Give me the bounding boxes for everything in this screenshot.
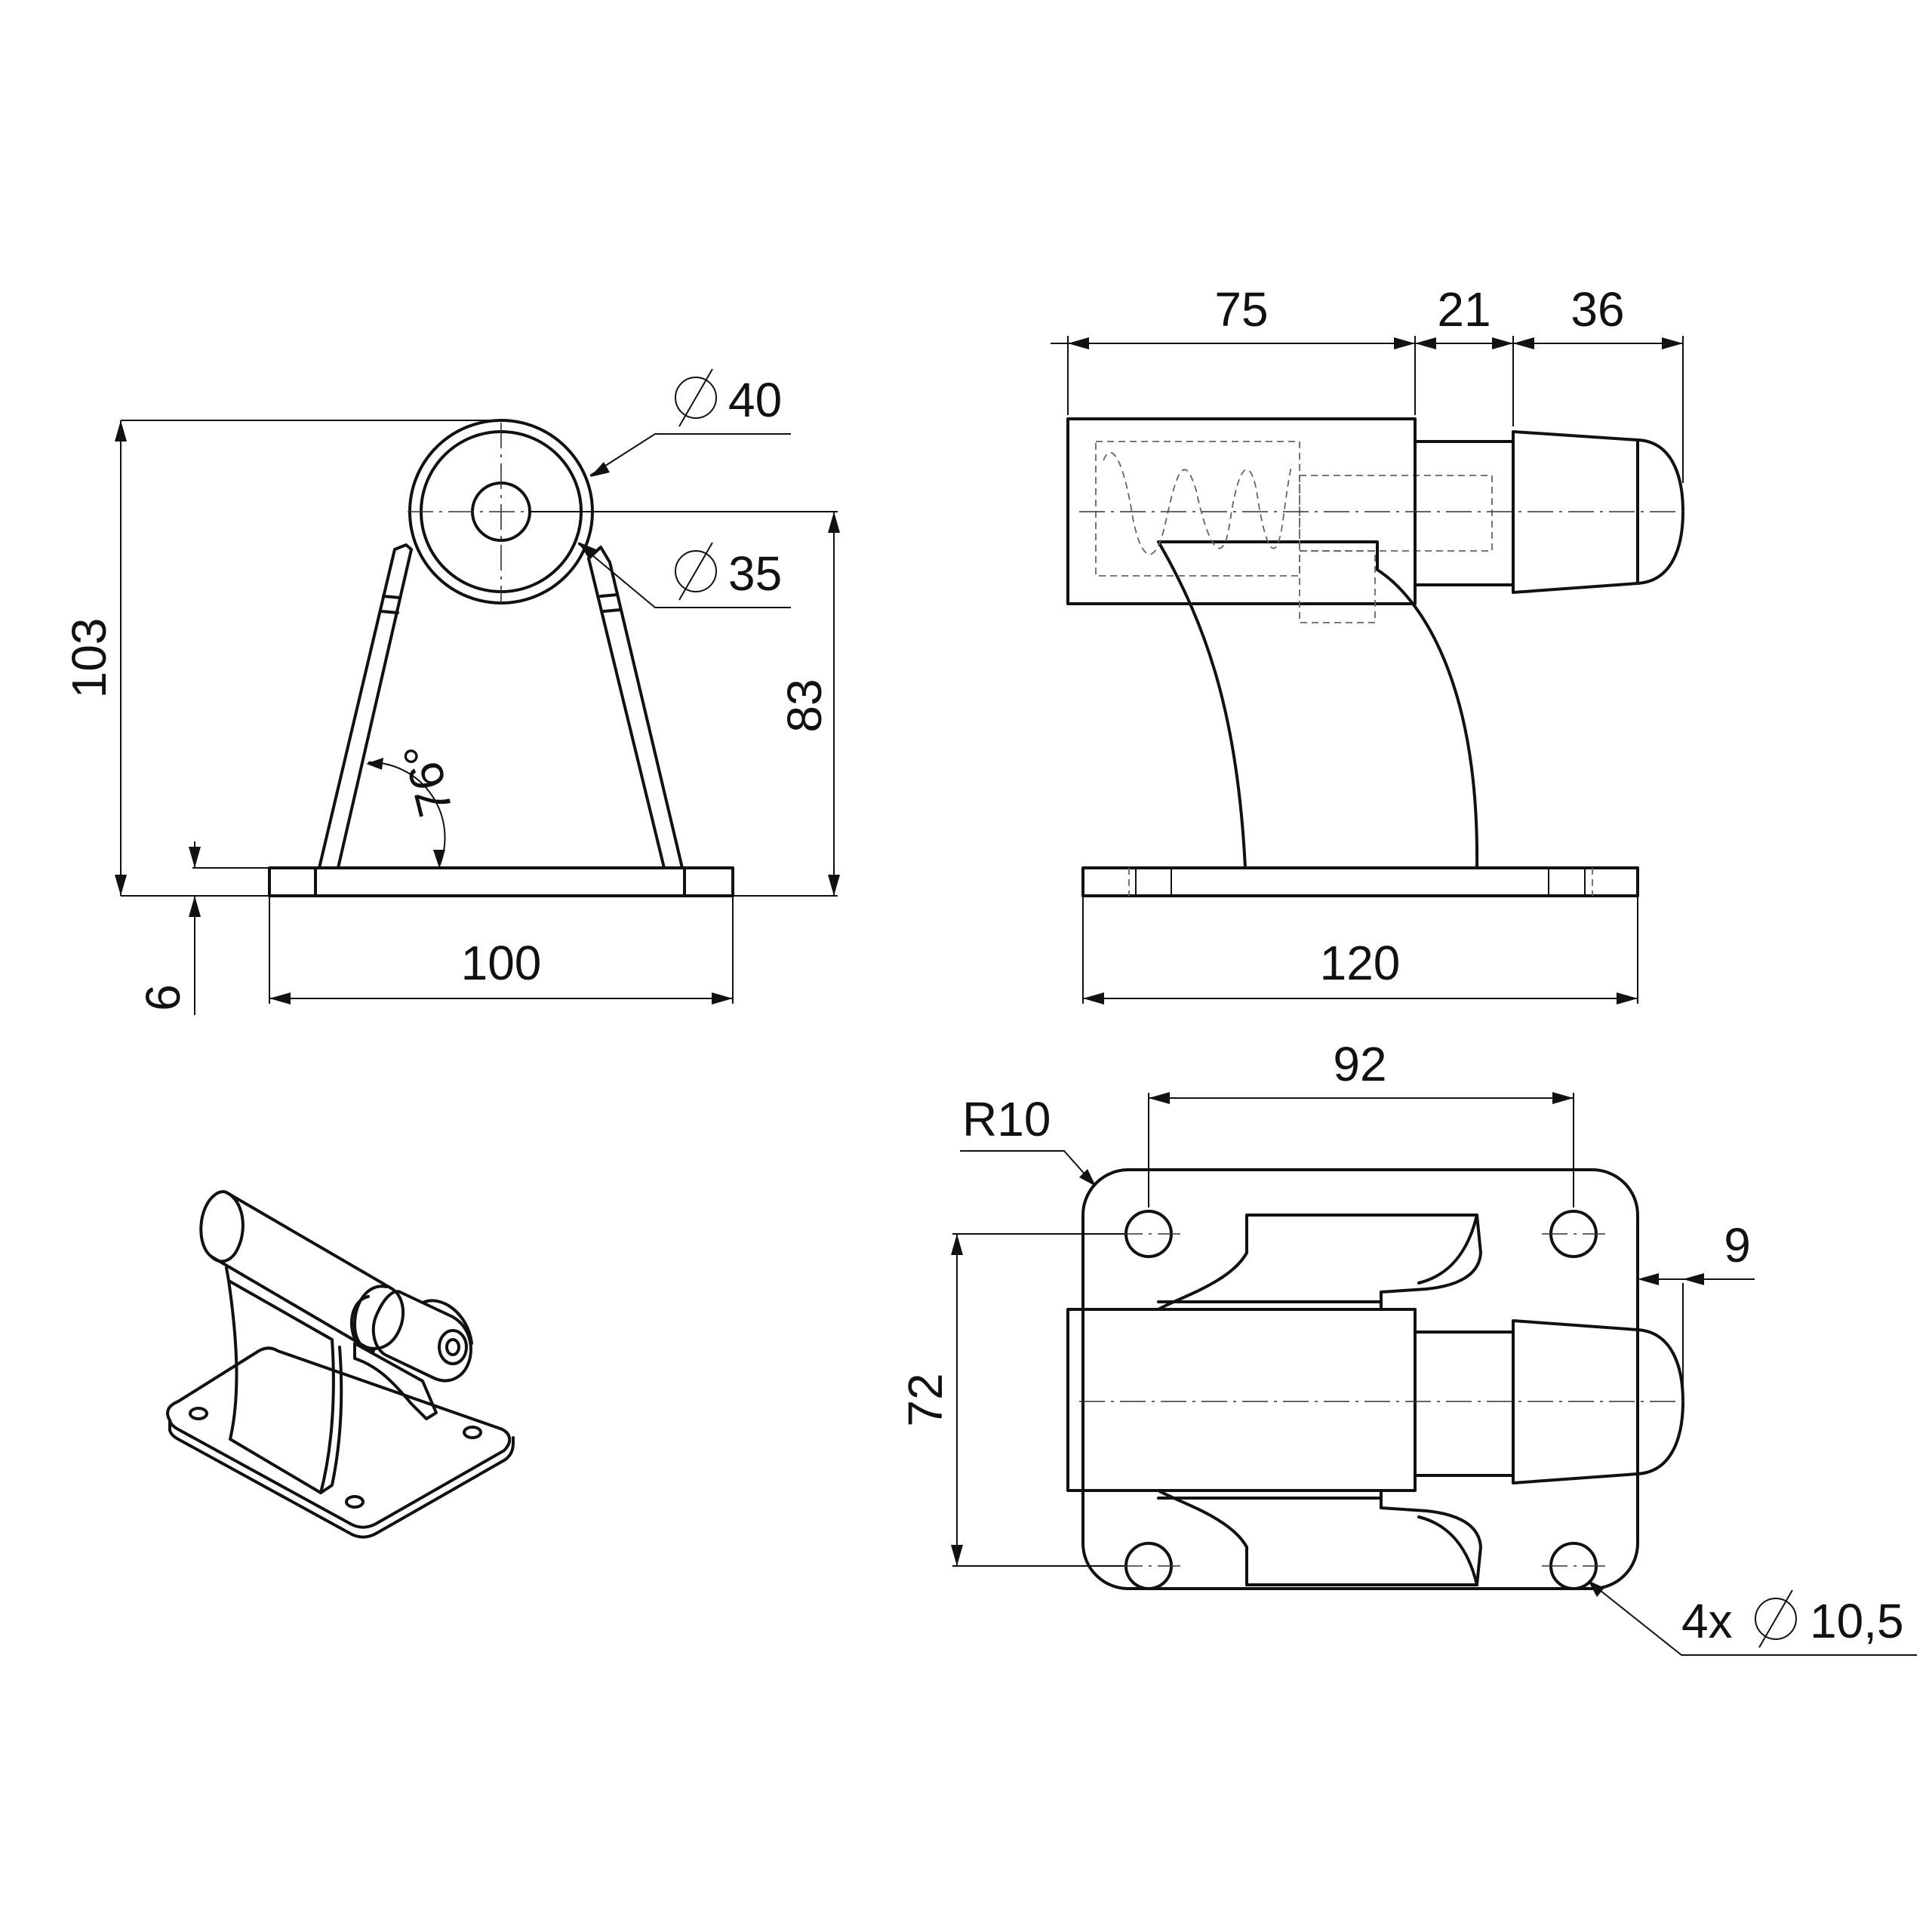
dim-height-axis: 83 <box>777 678 832 732</box>
dim-height-total: 103 <box>62 618 116 699</box>
spring-hidden <box>1103 451 1293 555</box>
dim-radius: R10 <box>962 1092 1051 1146</box>
angle-arc <box>368 761 446 867</box>
side-base-plate <box>1081 866 1639 897</box>
dim-holes-count: 4x <box>1681 1594 1733 1648</box>
dim-overhang: 9 <box>1724 1218 1751 1272</box>
side-view: 75 21 36 120 <box>1051 282 1687 1004</box>
angle-label: 76° <box>392 738 463 822</box>
top-plate <box>1081 1168 1639 1590</box>
dim-plate-thickness: 6 <box>136 984 190 1011</box>
top-body <box>1066 1308 1417 1492</box>
dim-hole-spacing-x: 92 <box>1333 1037 1386 1091</box>
dim-hole-spacing-y: 72 <box>898 1373 952 1426</box>
iso-cap <box>371 1290 473 1383</box>
dim-len-cap: 36 <box>1571 282 1624 337</box>
diameter-icon <box>675 542 717 601</box>
front-view: 76° 103 83 6 100 <box>62 368 840 1015</box>
iso-plate <box>166 1346 512 1529</box>
dim-dia-outer: 40 <box>728 373 782 427</box>
mounting-holes <box>1117 1210 1605 1590</box>
dim-len-neck: 21 <box>1437 282 1491 337</box>
dim-dia-inner: 35 <box>728 546 782 601</box>
diameter-icon <box>675 368 717 427</box>
side-support <box>1157 540 1479 869</box>
top-neck <box>1414 1331 1515 1477</box>
dim-hole-dia: 10,5 <box>1810 1594 1904 1648</box>
top-view: 92 R10 72 9 4x 10,5 <box>898 1037 1917 1656</box>
top-lower-leg <box>1157 1489 1482 1586</box>
dim-len-body: 75 <box>1214 282 1268 337</box>
top-upper-leg <box>1157 1214 1482 1311</box>
iso-back-leg <box>353 1342 438 1420</box>
iso-view <box>166 1190 515 1539</box>
dim-length: 120 <box>1320 936 1401 990</box>
front-base-plate <box>268 866 734 897</box>
front-legs <box>318 543 684 869</box>
dim-width: 100 <box>461 936 542 990</box>
side-neck <box>1414 440 1515 586</box>
iso-front-leg <box>227 1279 335 1494</box>
diameter-icon <box>1755 1589 1797 1648</box>
